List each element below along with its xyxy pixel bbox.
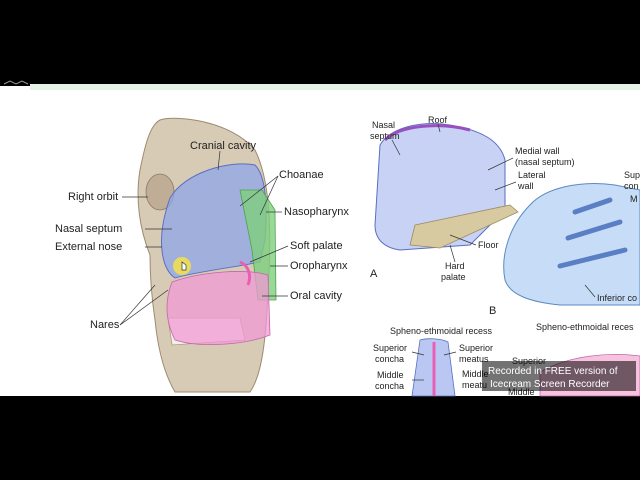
recorder-watermark: Recorded in FREE version of Icecream Scr…: [482, 361, 636, 391]
label-lateral-wall-1: Lateral: [518, 170, 546, 180]
label-oropharynx: Oropharynx: [290, 260, 348, 272]
label-nares: Nares: [90, 319, 120, 331]
label-sup-partial-2: con: [624, 181, 639, 191]
label-sup-partial-1: Sup: [624, 170, 640, 180]
top-bar: [30, 84, 640, 90]
top-left-mark-icon: [3, 80, 29, 85]
label-middle-concha-2: concha: [375, 381, 404, 391]
label-inferior-partial: Inferior co: [597, 293, 637, 303]
label-spheno-recess-2: Spheno-ethmoidal reces: [536, 322, 634, 332]
watermark-line-2: Icecream Screen Recorder: [490, 379, 610, 390]
septum-stripe: [383, 124, 471, 142]
label-spheno-recess-1: Spheno-ethmoidal recess: [390, 326, 493, 336]
label-right-orbit: Right orbit: [68, 191, 118, 203]
figure-a: Cranial cavity Right orbit Choanae Nasop…: [55, 117, 349, 393]
label-lateral-wall-2: wall: [517, 181, 534, 191]
label-soft-palate: Soft palate: [290, 240, 343, 252]
label-mid-partial: M: [630, 194, 638, 204]
label-nasal-b-1: Nasal: [372, 120, 395, 130]
conchae-shapes: [557, 197, 628, 269]
label-superior-meatus-1: Superior: [459, 343, 493, 353]
label-superior-concha-2: concha: [375, 354, 404, 364]
figure-b: Roof Nasal septum Medial wall (nasal sep…: [370, 115, 640, 317]
label-medial-wall-1: Medial wall: [515, 146, 560, 156]
label-cranial-cavity: Cranial cavity: [190, 140, 257, 152]
label-panel-b: B: [489, 305, 496, 317]
watermark-line-1: Recorded in FREE version of: [488, 366, 618, 377]
label-external-nose: External nose: [55, 241, 122, 253]
label-oral-cavity: Oral cavity: [290, 290, 342, 302]
cavity-box-b: [503, 183, 640, 306]
label-middle-concha-1: Middle: [377, 370, 404, 380]
leader-lines-a: [119, 150, 289, 326]
label-nasopharynx: Nasopharynx: [284, 206, 349, 218]
label-roof: Roof: [428, 115, 448, 125]
label-choanae: Choanae: [279, 169, 324, 181]
label-middle-partial: Middle: [508, 387, 535, 397]
watermark-background: [482, 361, 636, 391]
floor-plate: [409, 204, 519, 249]
cursor-hand-icon: [181, 261, 187, 271]
soft-palate-shape: [239, 260, 252, 286]
nasopharynx-shape: [239, 189, 277, 301]
label-medial-wall-2: (nasal septum): [515, 157, 575, 167]
label-superior-meatus-2: meatus: [459, 354, 489, 364]
leader-lines-b: [391, 123, 596, 298]
label-hard-palate-1: Hard: [445, 261, 465, 271]
label-panel-a: A: [370, 268, 378, 280]
label-superior-concha-1: Superior: [373, 343, 407, 353]
label-middle-meatus-1: Middle: [462, 369, 489, 379]
leader-lines-c: [411, 351, 457, 381]
label-nasal-b-2: septum: [370, 131, 400, 141]
oral-cavity-shape: [166, 271, 271, 345]
label-floor: Floor: [478, 240, 499, 250]
label-hard-palate-2: palate: [441, 272, 466, 282]
label-nasal-septum: Nasal septum: [55, 223, 122, 235]
label-middle-meatus-2: meatu: [462, 380, 487, 390]
